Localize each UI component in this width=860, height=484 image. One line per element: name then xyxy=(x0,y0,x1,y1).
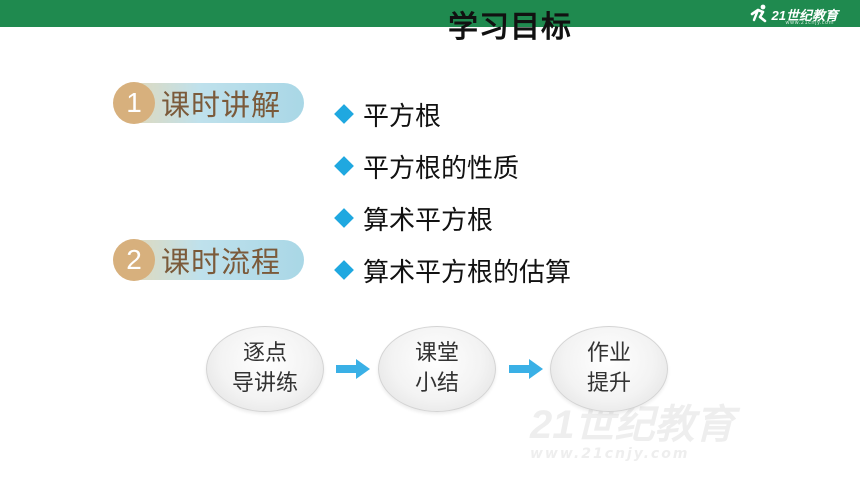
section-label: 课时流程 xyxy=(161,245,282,279)
topic-label: 平方根 xyxy=(363,101,442,132)
page-title: 学习目标 xyxy=(448,10,572,45)
right-arrow-icon xyxy=(336,359,370,379)
watermark-url: www.21cnjy.com xyxy=(530,446,690,462)
logo: 21世纪教育 xyxy=(748,3,838,25)
section-pill-1: 1 课时讲解 xyxy=(113,82,304,124)
logo-text: 21世纪教育 xyxy=(771,7,838,23)
runner-logo-icon xyxy=(750,4,766,23)
topic-label: 算术平方根 xyxy=(363,205,494,236)
watermark-text: 21世纪教育 xyxy=(530,403,735,447)
topic-item: 平方根 xyxy=(333,88,571,140)
topic-list: 平方根 平方根的性质 算术平方根 算术平方根的估算 xyxy=(333,88,571,296)
topic-label: 算术平方根的估算 xyxy=(363,257,572,288)
flow-step-1[interactable]: 逐点 导讲练 xyxy=(206,326,324,412)
section-pill-2: 2 课时流程 xyxy=(113,239,304,281)
logo-url: www.21cnjy.com xyxy=(785,20,834,26)
topic-item: 算术平方根 xyxy=(333,192,571,244)
section-number-badge: 1 xyxy=(113,82,155,124)
topic-label: 平方根的性质 xyxy=(363,153,520,184)
right-arrow-icon xyxy=(509,359,543,379)
topic-item: 平方根的性质 xyxy=(333,140,571,192)
watermark: 21世纪教育 www.21cnjy.com xyxy=(530,392,830,462)
topic-item: 算术平方根的估算 xyxy=(333,244,571,296)
header-bar xyxy=(0,0,860,27)
flow-step-label: 逐点 导讲练 xyxy=(231,341,298,396)
flow-step-3[interactable]: 作业 提升 xyxy=(550,326,668,412)
flow-step-label: 作业 提升 xyxy=(586,341,631,396)
flow-step-label: 课堂 小结 xyxy=(414,341,459,396)
section-label: 课时讲解 xyxy=(161,88,282,122)
flow-step-2[interactable]: 课堂 小结 xyxy=(378,326,496,412)
section-number-badge: 2 xyxy=(113,239,155,281)
